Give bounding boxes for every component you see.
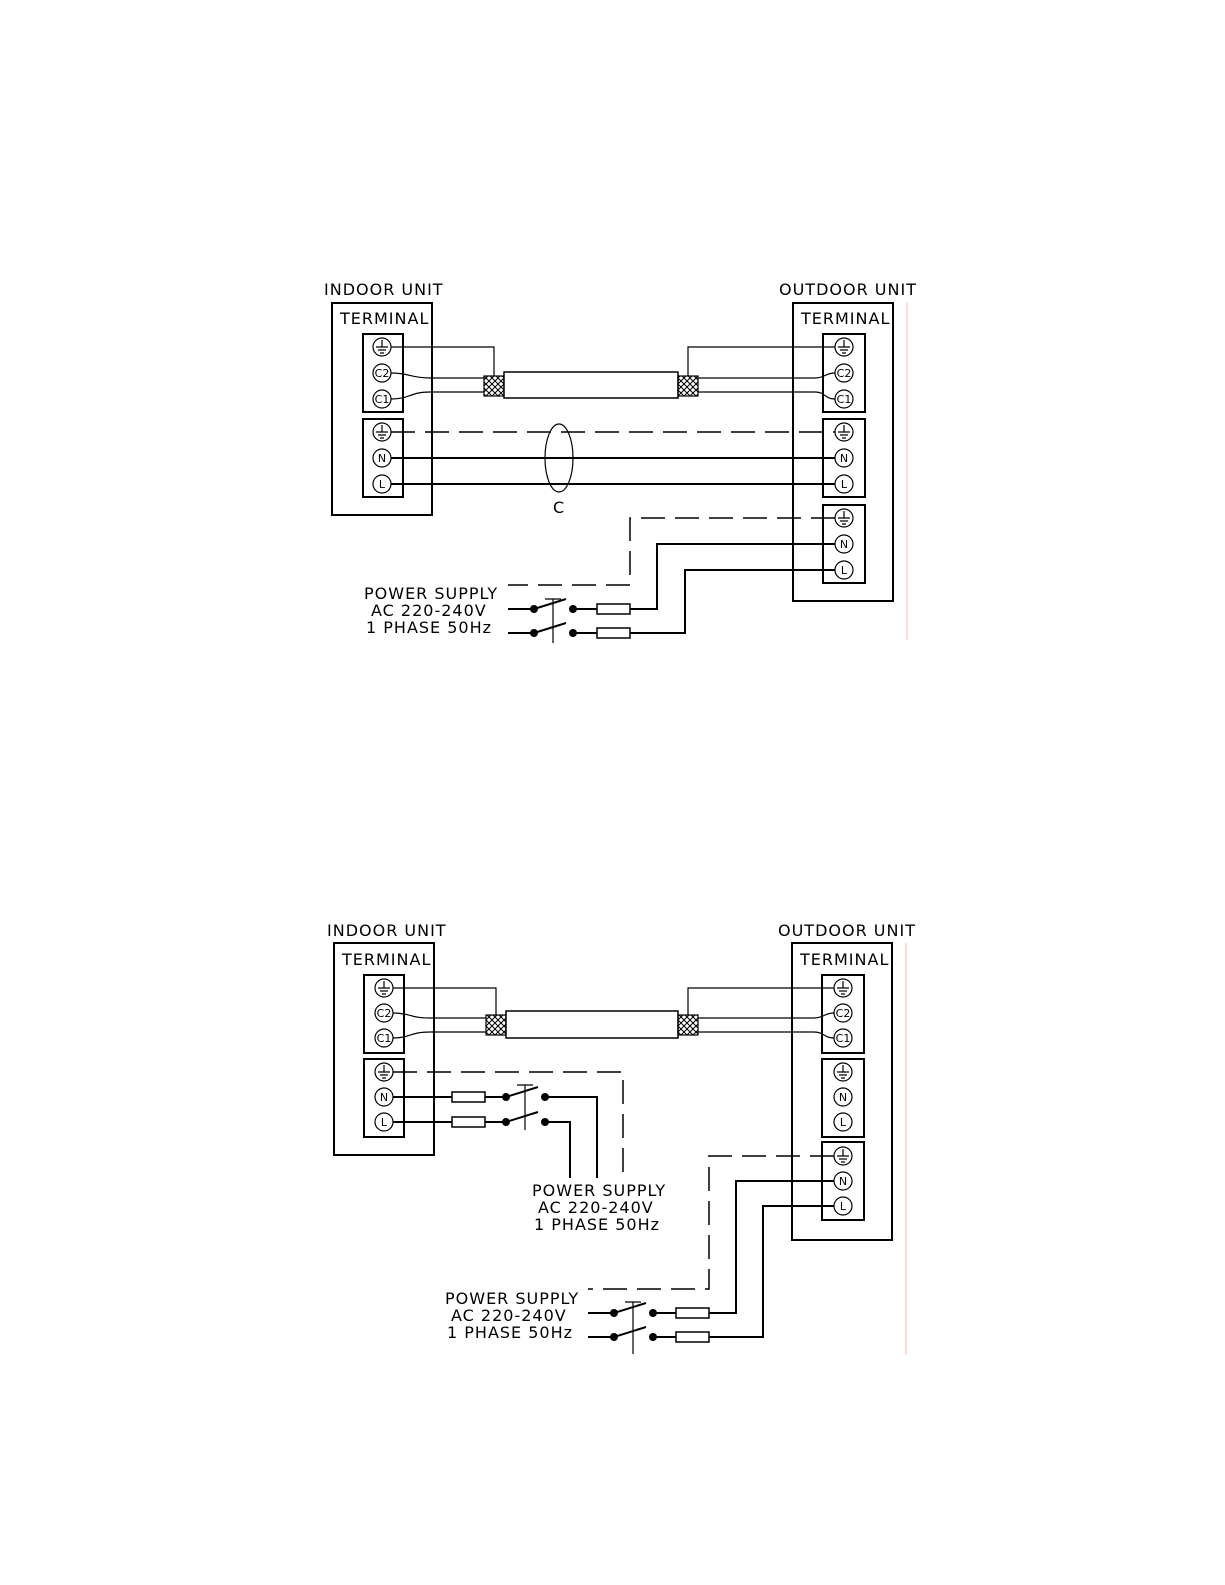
terminal-c1: C1 bbox=[835, 390, 853, 408]
svg-text:1 PHASE 50Hz: 1 PHASE 50Hz bbox=[447, 1323, 573, 1342]
shielded-signal-cable bbox=[391, 347, 835, 399]
fuse bbox=[452, 1092, 485, 1102]
fuse bbox=[597, 628, 630, 638]
terminal-n: N bbox=[373, 449, 391, 467]
indoor-unit-label: INDOOR UNIT bbox=[327, 921, 447, 940]
switch-blade bbox=[506, 1087, 538, 1097]
svg-text:C2: C2 bbox=[377, 1007, 392, 1020]
power-link-cable: C bbox=[391, 424, 835, 517]
terminal-c1: C1 bbox=[834, 1029, 852, 1047]
indoor-terminal-label: TERMINAL bbox=[339, 309, 429, 328]
terminal-l: L bbox=[834, 1113, 852, 1131]
ground-icon bbox=[834, 1147, 852, 1165]
fuse bbox=[597, 604, 630, 614]
diagram-2: INDOOR UNIT OUTDOOR UNIT TERMINAL TERMIN… bbox=[327, 921, 916, 1355]
indoor-power-supply-wiring bbox=[393, 1072, 623, 1178]
svg-text:L: L bbox=[841, 478, 848, 491]
ground-icon bbox=[373, 338, 391, 356]
svg-text:L: L bbox=[381, 1116, 388, 1129]
svg-text:C2: C2 bbox=[837, 367, 852, 380]
power-supply-label: POWER SUPPLY AC 220-240V 1 PHASE 50Hz bbox=[364, 584, 498, 637]
ground-icon bbox=[373, 423, 391, 441]
cable-marker-label: C bbox=[553, 498, 565, 517]
svg-text:L: L bbox=[841, 564, 848, 577]
terminal-l: L bbox=[835, 475, 853, 493]
svg-text:N: N bbox=[380, 1091, 388, 1104]
ground-icon bbox=[375, 1063, 393, 1081]
power-supply-label: POWER SUPPLY AC 220-240V 1 PHASE 50Hz bbox=[445, 1289, 579, 1342]
outdoor-terminal-label: TERMINAL bbox=[800, 309, 890, 328]
terminal-l: L bbox=[373, 475, 391, 493]
terminal-c1: C1 bbox=[375, 1029, 393, 1047]
outdoor-unit-label: OUTDOOR UNIT bbox=[778, 921, 916, 940]
switch-blade bbox=[534, 623, 566, 633]
switch-blade bbox=[614, 1327, 646, 1337]
svg-text:C1: C1 bbox=[375, 393, 390, 406]
terminal-c2: C2 bbox=[373, 364, 391, 382]
indoor-terminal-label: TERMINAL bbox=[341, 950, 431, 969]
svg-text:N: N bbox=[840, 538, 848, 551]
terminal-c2: C2 bbox=[375, 1004, 393, 1022]
terminal-c2: C2 bbox=[834, 1004, 852, 1022]
svg-text:C1: C1 bbox=[837, 393, 852, 406]
fuse bbox=[676, 1308, 709, 1318]
terminal-c2: C2 bbox=[835, 364, 853, 382]
terminal-l: L bbox=[375, 1113, 393, 1131]
svg-text:C1: C1 bbox=[377, 1032, 392, 1045]
terminal-l: L bbox=[835, 561, 853, 579]
ganged-switch-link bbox=[517, 1085, 533, 1130]
svg-text:1 PHASE 50Hz: 1 PHASE 50Hz bbox=[366, 618, 492, 637]
svg-text:C2: C2 bbox=[836, 1007, 851, 1020]
svg-text:N: N bbox=[378, 452, 386, 465]
svg-text:1 PHASE 50Hz: 1 PHASE 50Hz bbox=[534, 1215, 660, 1234]
svg-text:N: N bbox=[839, 1175, 847, 1188]
svg-text:N: N bbox=[840, 452, 848, 465]
ground-icon bbox=[835, 509, 853, 527]
terminal-l: L bbox=[834, 1197, 852, 1215]
ground-icon bbox=[834, 1063, 852, 1081]
fuse bbox=[452, 1117, 485, 1127]
terminal-n: N bbox=[835, 449, 853, 467]
terminal-n: N bbox=[375, 1088, 393, 1106]
outdoor-terminal-label: TERMINAL bbox=[799, 950, 889, 969]
switch-blade bbox=[534, 599, 566, 609]
outdoor-unit-label: OUTDOOR UNIT bbox=[779, 280, 917, 299]
svg-text:L: L bbox=[379, 478, 386, 491]
switch-blade bbox=[614, 1303, 646, 1313]
svg-text:L: L bbox=[840, 1116, 847, 1129]
terminal-c1: C1 bbox=[373, 390, 391, 408]
ground-icon bbox=[834, 979, 852, 997]
ground-icon bbox=[835, 338, 853, 356]
terminal-n: N bbox=[834, 1172, 852, 1190]
svg-text:N: N bbox=[839, 1091, 847, 1104]
terminal-n: N bbox=[834, 1088, 852, 1106]
svg-text:C1: C1 bbox=[836, 1032, 851, 1045]
svg-text:L: L bbox=[840, 1200, 847, 1213]
shielded-signal-cable bbox=[393, 988, 834, 1038]
terminal-n: N bbox=[835, 535, 853, 553]
svg-text:C2: C2 bbox=[375, 367, 390, 380]
power-supply-label: POWER SUPPLY AC 220-240V 1 PHASE 50Hz bbox=[532, 1181, 666, 1234]
diagram-1: INDOOR UNIT OUTDOOR UNIT TERMINAL TERMIN… bbox=[324, 280, 917, 643]
fuse bbox=[676, 1332, 709, 1342]
ground-icon bbox=[375, 979, 393, 997]
switch-blade bbox=[506, 1112, 538, 1122]
outdoor-power-supply-wiring bbox=[508, 518, 835, 643]
indoor-unit-label: INDOOR UNIT bbox=[324, 280, 444, 299]
ground-icon bbox=[835, 423, 853, 441]
